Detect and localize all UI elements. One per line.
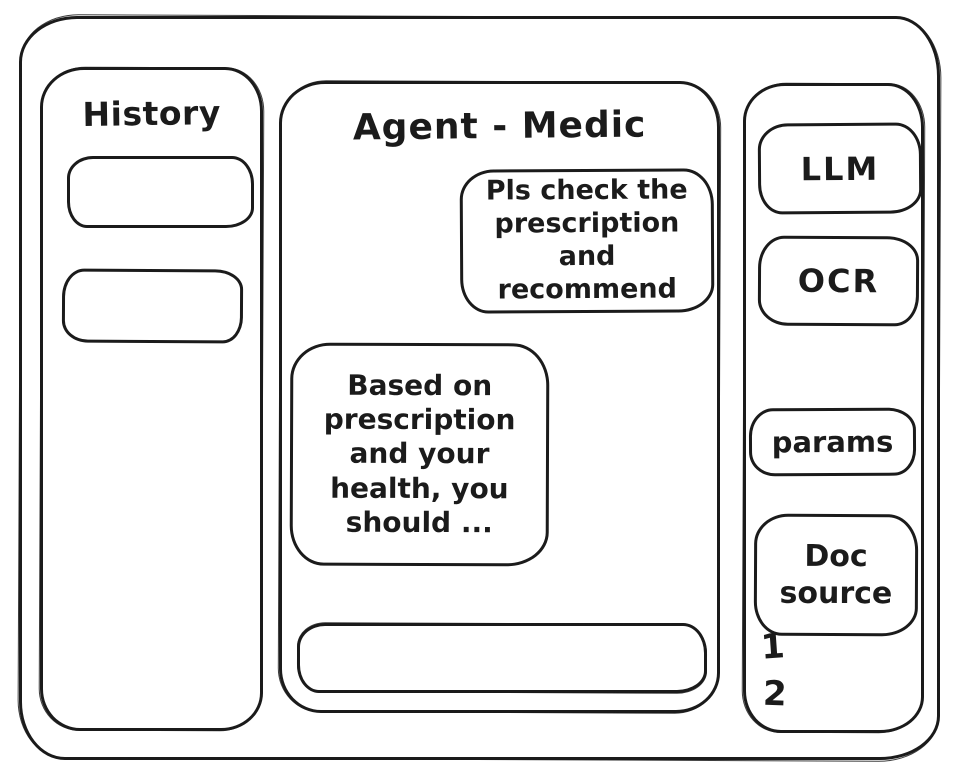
tools-panel: LLM OCR params Doc source 1 2 (743, 83, 924, 733)
history-title: History (82, 93, 222, 134)
doc-source-item-2[interactable]: 2 (762, 673, 788, 715)
message-input-box[interactable] (297, 623, 707, 693)
user-message-bubble: Pls check the prescription and recommend (459, 168, 715, 314)
chat-panel: Agent - Medic Pls check the prescription… (279, 81, 720, 713)
history-item[interactable] (67, 156, 254, 228)
assistant-message-bubble: Based on prescription and your health, y… (289, 342, 550, 567)
llm-button[interactable]: LLM (757, 122, 923, 215)
history-panel: History (40, 67, 263, 731)
doc-source-button[interactable]: Doc source (753, 513, 919, 637)
app-window: History Agent - Medic Pls check the pres… (19, 16, 940, 760)
doc-source-item-1[interactable]: 1 (759, 626, 787, 668)
ocr-button[interactable]: OCR (757, 235, 920, 327)
message-input[interactable] (300, 626, 704, 690)
history-item[interactable] (61, 268, 244, 344)
chat-title: Agent - Medic (352, 104, 647, 149)
params-button[interactable]: params (748, 407, 917, 477)
